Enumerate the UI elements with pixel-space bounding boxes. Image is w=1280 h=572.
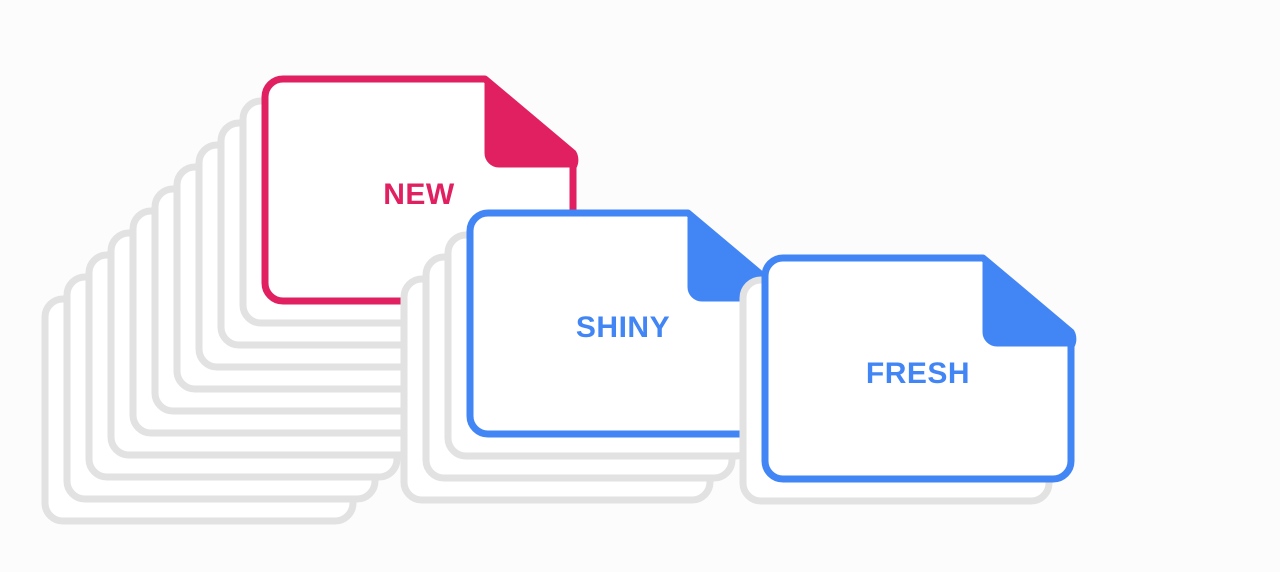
card-label-fresh: FRESH <box>866 357 970 390</box>
folded-corner-icon-fresh <box>982 257 1074 347</box>
card-label-shiny: SHINY <box>576 311 670 344</box>
card-group-shiny: SHINY <box>400 209 782 504</box>
card-group-fresh: FRESH <box>739 254 1077 505</box>
card-label-new: NEW <box>383 178 455 211</box>
folded-corner-icon-new <box>484 78 576 168</box>
